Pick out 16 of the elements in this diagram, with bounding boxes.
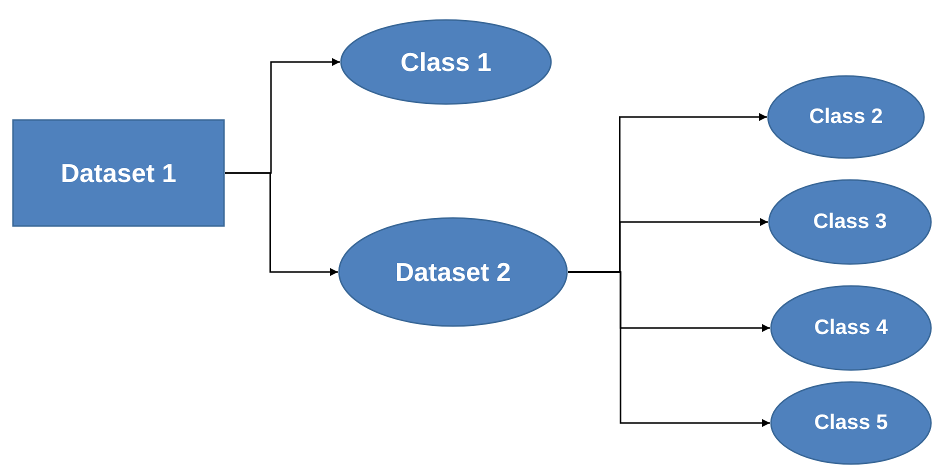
node-label: Dataset 1	[60, 158, 176, 188]
node-label: Class 5	[814, 411, 888, 435]
node-label: Dataset 2	[395, 256, 511, 288]
class-ellipse	[770, 381, 932, 465]
node-label: Class 1	[400, 46, 492, 78]
class-ellipse	[768, 179, 932, 265]
node-label: Class 3	[813, 210, 887, 234]
connector-arrow	[225, 172, 338, 276]
class-ellipse	[340, 19, 552, 105]
class-ellipse	[767, 75, 925, 159]
node-label: Class 2	[809, 105, 883, 129]
class-ellipse	[338, 217, 568, 327]
node-label: Class 4	[814, 316, 888, 340]
class-ellipse	[770, 285, 932, 371]
dataset-box	[12, 119, 225, 227]
connector-arrow	[568, 271, 770, 427]
